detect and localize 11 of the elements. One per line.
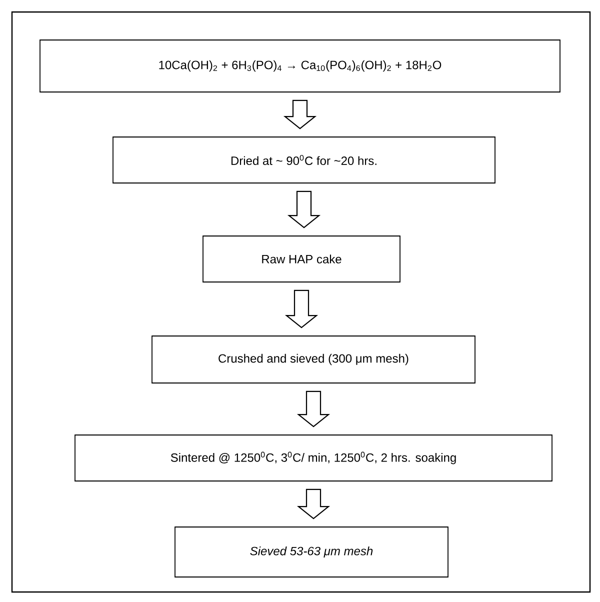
- block-arrow: [296, 488, 330, 520]
- block-arrow: [283, 100, 317, 130]
- process-box: Sieved 53-63 μm mesh: [174, 526, 448, 578]
- process-box: Dried at ~ 90$^{0}$C for ~20 hrs.: [112, 136, 496, 184]
- block-arrow: [284, 290, 318, 328]
- block-arrow: [287, 190, 321, 228]
- process-box: Raw HAP cake: [202, 236, 400, 282]
- process-box: Sintered @ 1250$^{0}$C, 3$^{0}$C/ min, 1250$^{0}$C, 2 hrs. soaking: [74, 434, 552, 482]
- block-arrow: [296, 390, 330, 428]
- process-box: Crushed and sieved (300 μm mesh): [152, 336, 476, 384]
- process-box: 10Ca(OH)$_{2}$ + 6H$_{3}$(PO)$_{4}$ → Ca$_{10}$(PO$_{4}$)$_{6}$(OH)$_{2}$ + 18H$_{2}$O: [40, 40, 560, 92]
